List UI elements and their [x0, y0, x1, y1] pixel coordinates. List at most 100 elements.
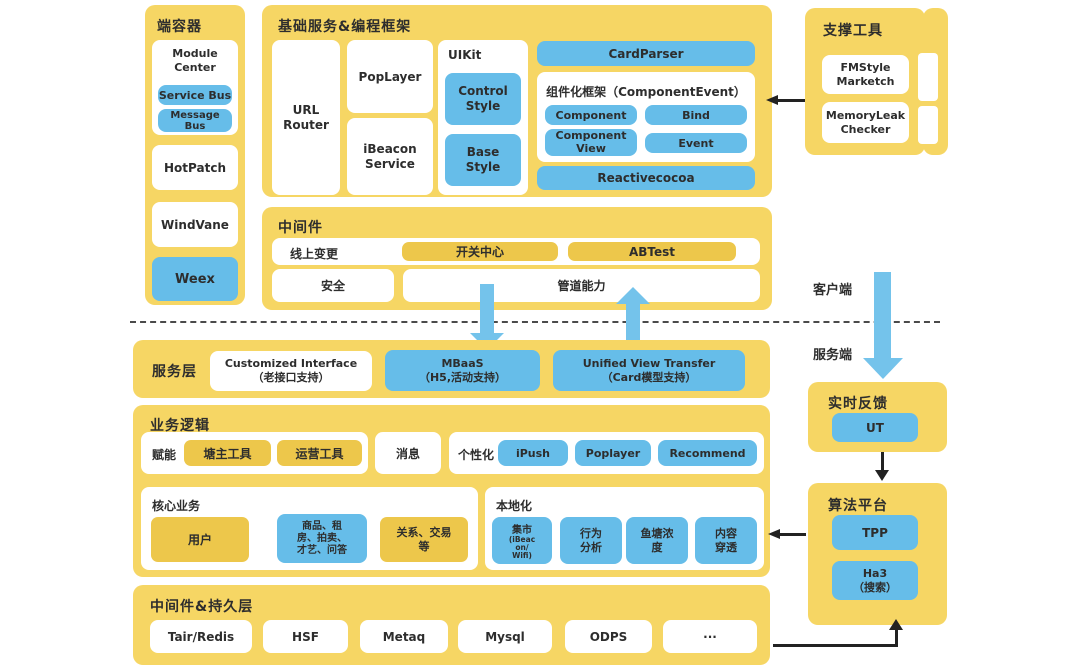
- customized-interface-box: Customized Interface （老接口支持）: [210, 351, 372, 391]
- panel-algo-platform: 算法平台 TPP Ha3 （搜索）: [808, 483, 947, 625]
- arrow-algo-to-business-shaft: [779, 533, 806, 536]
- content-penetration-box: 内容 穿透: [695, 517, 757, 564]
- panel-realtime-feedback: 实时反馈 UT: [808, 382, 947, 452]
- abtest-box: ABTest: [568, 242, 736, 261]
- localization-title: 本地化: [496, 499, 533, 513]
- message-box: 消息: [375, 432, 441, 474]
- panel-foundation-title: 基础服务&编程框架: [278, 19, 412, 35]
- arrow-client-to-realtime-shaft: [874, 272, 891, 359]
- panel-client-container: 端容器 Module Center Service Bus Message Bu…: [145, 5, 245, 305]
- server-side-label: 服务端: [813, 348, 853, 363]
- core-business-title: 核心业务: [152, 499, 201, 513]
- arrow-realtime-to-algo-head-icon: [875, 470, 889, 481]
- arrow-persistence-to-algo-hshaft: [773, 644, 898, 647]
- cutoff-white-box-2: [918, 106, 938, 144]
- arrow-realtime-to-algo-shaft: [881, 452, 884, 472]
- security-box: 安全: [272, 269, 394, 302]
- ibeacon-service-box: iBeacon Service: [347, 118, 433, 195]
- component-framework-title: 组件化框架（ComponentEvent）: [546, 85, 746, 99]
- ut-box: UT: [832, 413, 918, 442]
- panel-client-container-title: 端容器: [157, 19, 202, 35]
- mbaas-box: MBaaS （H5,活动支持）: [385, 350, 540, 391]
- pipeline-box: 管道能力: [403, 269, 760, 302]
- arrow-support-to-foundation-head-icon: [766, 95, 778, 105]
- metaq-box: Metaq: [360, 620, 448, 653]
- arrow-unified-to-pipeline-head-icon: [616, 287, 650, 304]
- arrow-support-to-foundation-shaft: [777, 99, 805, 102]
- arrow-algo-to-business-head-icon: [768, 529, 780, 539]
- market-main-label: 集市: [512, 524, 532, 536]
- module-center-label: Module Center: [172, 47, 218, 74]
- panel-foundation: 基础服务&编程框架 URL Router PopLayer iBeacon Se…: [262, 5, 772, 197]
- unified-view-transfer-box: Unified View Transfer （Card模型支持）: [553, 350, 745, 391]
- arrow-unified-to-pipeline-shaft: [626, 303, 640, 348]
- online-change-label: 线上变更: [290, 247, 339, 261]
- component-framework-box: 组件化框架（ComponentEvent） Component Bind Com…: [537, 72, 755, 162]
- panel-middleware-title: 中间件: [278, 220, 323, 236]
- online-change-row: 线上变更 开关中心 ABTest: [272, 238, 760, 265]
- arrow-persistence-to-algo-vshaft: [895, 630, 898, 646]
- event-box: Event: [645, 133, 747, 153]
- odps-box: ODPS: [565, 620, 652, 653]
- market-sub-label: (iBeac on/ Wifi): [508, 534, 536, 561]
- pond-density-box: 鱼塘浓 度: [626, 517, 688, 564]
- operation-tools-box: 运营工具: [277, 440, 362, 466]
- user-box: 用户: [151, 517, 249, 562]
- bind-box: Bind: [645, 105, 747, 125]
- cutoff-white-box-1: [918, 53, 938, 101]
- poplayer-box: PopLayer: [347, 40, 433, 113]
- hsf-box: HSF: [263, 620, 348, 653]
- component-box: Component: [545, 105, 637, 125]
- windvane-box: WindVane: [152, 202, 238, 247]
- switch-center-box: 开关中心: [402, 242, 558, 261]
- control-style-box: Control Style: [445, 73, 521, 125]
- uikit-label: UIKit: [448, 48, 482, 62]
- memoryleak-checker-box: MemoryLeak Checker: [822, 102, 909, 143]
- empower-label: 赋能: [152, 448, 177, 462]
- url-router-box: URL Router: [272, 40, 340, 195]
- market-box: 集市 (iBeac on/ Wifi): [492, 517, 552, 564]
- personalization-label: 个性化: [458, 448, 495, 462]
- empower-row: 赋能 塘主工具 运营工具: [141, 432, 368, 474]
- personalization-row: 个性化 iPush Poplayer Recommend: [449, 432, 764, 474]
- client-side-label: 客户端: [813, 283, 853, 298]
- poplayer-pill-box: Poplayer: [575, 440, 651, 466]
- panel-middleware: 中间件 线上变更 开关中心 ABTest 安全 管道能力: [262, 207, 772, 310]
- mysql-box: Mysql: [458, 620, 552, 653]
- client-server-divider: [130, 321, 940, 323]
- panel-algo-platform-title: 算法平台: [828, 498, 888, 514]
- message-bus-box: Message Bus: [158, 109, 232, 132]
- arrow-pipeline-to-mbaas-shaft: [480, 284, 494, 334]
- ipush-box: iPush: [498, 440, 568, 466]
- recommend-box: Recommend: [658, 440, 757, 466]
- core-business-box: 核心业务 用户 商品、租 房、拍卖、 才艺、问答 关系、交易 等: [141, 487, 478, 570]
- goods-box: 商品、租 房、拍卖、 才艺、问答: [277, 514, 367, 563]
- module-center-box: Module Center Service Bus Message Bus: [152, 40, 238, 135]
- hotpatch-box: HotPatch: [152, 145, 238, 190]
- panel-service-layer: 服务层 Customized Interface （老接口支持） MBaaS （…: [133, 340, 770, 398]
- localization-box: 本地化 集市 (iBeac on/ Wifi) 行为 分析 鱼塘浓 度 内容 穿…: [485, 487, 764, 570]
- reactivecocoa-box: Reactivecocoa: [537, 166, 755, 190]
- cardparser-box: CardParser: [537, 41, 755, 66]
- weex-box: Weex: [152, 257, 238, 301]
- tair-redis-box: Tair/Redis: [150, 620, 252, 653]
- base-style-box: Base Style: [445, 134, 521, 186]
- component-view-box: Component View: [545, 129, 637, 156]
- panel-service-layer-title: 服务层: [152, 364, 197, 380]
- panel-support-tools-title: 支撑工具: [823, 23, 883, 39]
- service-bus-box: Service Bus: [158, 85, 232, 105]
- panel-persistence-title: 中间件&持久层: [150, 599, 254, 615]
- pond-tools-box: 塘主工具: [184, 440, 271, 466]
- panel-persistence: 中间件&持久层 Tair/Redis HSF Metaq Mysql ODPS …: [133, 585, 770, 665]
- arrow-persistence-to-algo-head-icon: [889, 619, 903, 630]
- panel-business-logic: 业务逻辑 赋能 塘主工具 运营工具 消息 个性化 iPush Poplayer …: [133, 405, 770, 577]
- panel-business-logic-title: 业务逻辑: [150, 418, 210, 434]
- uikit-box: UIKit Control Style Base Style: [438, 40, 528, 195]
- ha3-box: Ha3 （搜索）: [832, 561, 918, 600]
- relation-box: 关系、交易 等: [380, 517, 468, 562]
- fmstyle-marketch-box: FMStyle Marketch: [822, 55, 909, 94]
- ellipsis-box: ···: [663, 620, 757, 653]
- tpp-box: TPP: [832, 515, 918, 550]
- behavior-analysis-box: 行为 分析: [560, 517, 622, 564]
